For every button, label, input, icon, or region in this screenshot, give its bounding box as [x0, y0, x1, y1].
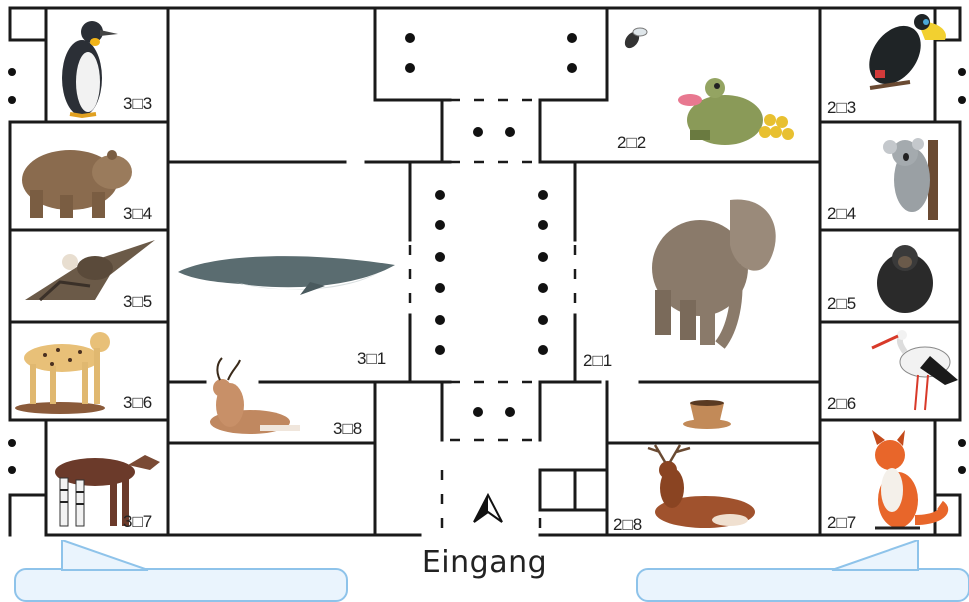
stork-icon [871, 330, 958, 411]
room-label-2-5: 2□5 [827, 294, 857, 313]
room-label-2-1: 2□1 [583, 351, 613, 370]
koala-icon [883, 138, 938, 220]
room-label-2-8: 2□8 [613, 515, 643, 534]
fly-icon [624, 27, 648, 49]
room-label-3-8: 3□8 [333, 419, 363, 438]
vulture-icon [25, 240, 155, 302]
toad-icon [678, 78, 794, 145]
room-label-3-5: 3□5 [123, 292, 153, 311]
room-label-3-1: 3□1 [357, 349, 387, 368]
room-label-3-3: 3□3 [123, 94, 153, 113]
bear-icon [22, 150, 132, 218]
room-label-2-3: 2□3 [827, 98, 857, 117]
deer-icon [647, 444, 755, 528]
room-label-2-6: 2□6 [827, 394, 857, 413]
antelope-icon [210, 357, 300, 434]
north-arrow-icon [473, 492, 503, 523]
chimpanzee-icon [877, 245, 933, 313]
fox-icon [872, 430, 949, 530]
room-label-3-7: 3□7 [123, 512, 153, 531]
whale-icon [178, 256, 395, 295]
room-label-2-4: 2□4 [827, 204, 857, 223]
speech-bubble-left-tail [61, 540, 149, 571]
teacup-icon [683, 400, 731, 429]
toucan-icon [869, 14, 946, 90]
speech-bubble-right-tail [831, 540, 919, 571]
dashed-lines [408, 98, 577, 535]
room-label-3-6: 3□6 [123, 393, 153, 412]
elephant-icon [652, 199, 776, 349]
museum-floor-plan [8, 6, 966, 537]
penguin-icon [62, 21, 118, 119]
room-label-3-4: 3□4 [123, 204, 153, 223]
cheetah-icon [15, 332, 110, 414]
pillars [8, 33, 966, 474]
room-label-2-7: 2□7 [827, 513, 857, 532]
entrance-label: Eingang [421, 545, 548, 580]
okapi-icon [55, 455, 160, 527]
room-label-2-2: 2□2 [617, 133, 647, 152]
walls [8, 6, 962, 537]
